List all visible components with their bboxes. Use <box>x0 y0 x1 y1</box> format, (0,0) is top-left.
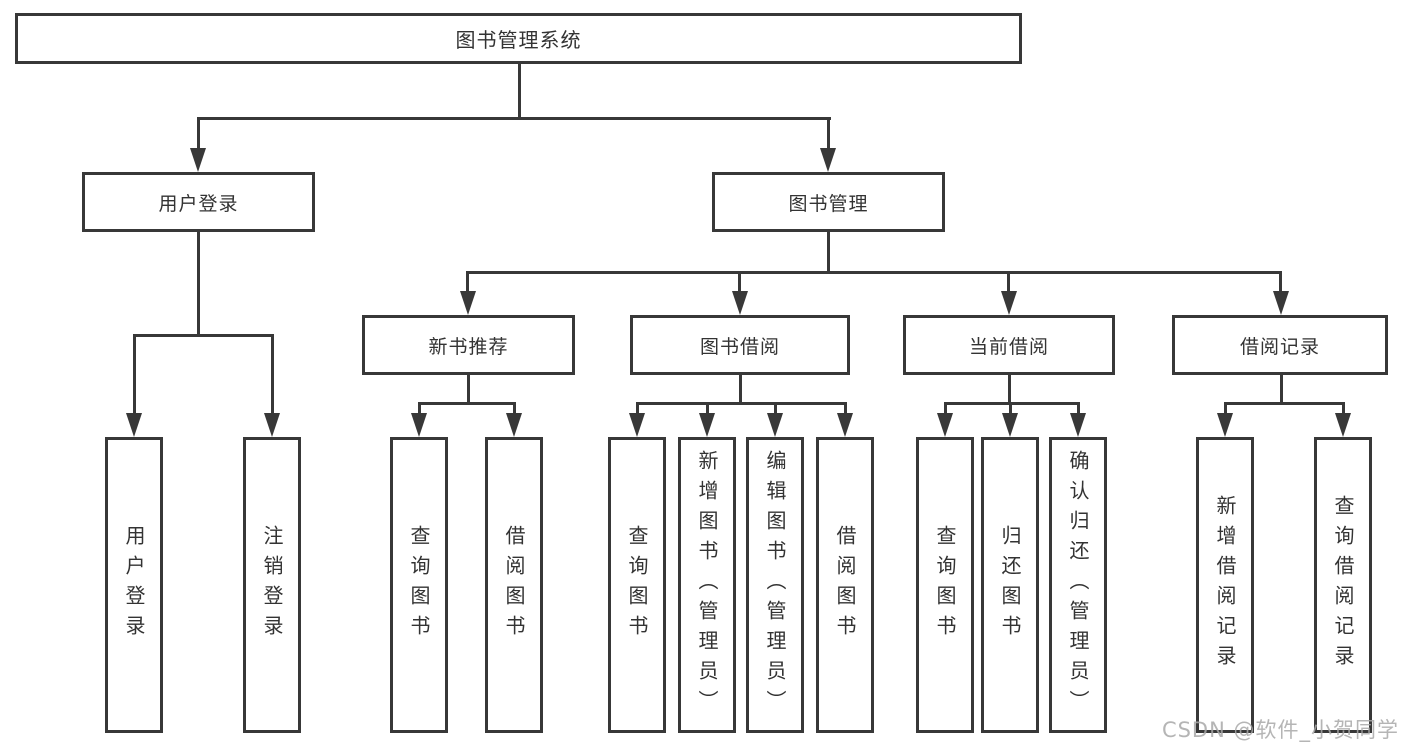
node-label: 借阅记录 <box>1239 335 1320 358</box>
arrowhead-down-icon <box>1273 291 1289 315</box>
node-label: 查询图书 <box>933 525 957 645</box>
node-leaf-add-borrow-record: 新增借阅记录 <box>1196 437 1254 733</box>
node-label: 查询图书 <box>625 525 649 645</box>
connector-line <box>197 117 831 120</box>
connector-line <box>271 334 274 415</box>
connector-line <box>466 271 469 293</box>
node-leaf-query-books-recommend: 查询图书 <box>390 437 448 733</box>
connector-line <box>1008 375 1011 405</box>
node-leaf-borrow-books-recommend: 借阅图书 <box>485 437 543 733</box>
node-leaf-return-books: 归还图书 <box>981 437 1039 733</box>
connector-line <box>774 402 777 415</box>
node-borrow-records: 借阅记录 <box>1172 315 1388 375</box>
connector-line <box>1279 271 1282 293</box>
arrowhead-down-icon <box>699 413 715 437</box>
arrowhead-down-icon <box>506 413 522 437</box>
node-book-management: 图书管理 <box>712 172 945 232</box>
arrowhead-down-icon <box>820 148 836 172</box>
connector-line <box>944 402 947 415</box>
arrowhead-down-icon <box>629 413 645 437</box>
connector-line <box>739 375 742 405</box>
arrowhead-down-icon <box>460 291 476 315</box>
node-label: 新增图书（管理员） <box>695 450 719 720</box>
arrowhead-down-icon <box>264 413 280 437</box>
arrowhead-down-icon <box>411 413 427 437</box>
node-label: 查询借阅记录 <box>1331 495 1355 675</box>
connector-line <box>1224 402 1345 405</box>
node-label: 查询图书 <box>407 525 431 645</box>
arrowhead-down-icon <box>1070 413 1086 437</box>
arrowhead-down-icon <box>1335 413 1351 437</box>
node-label: 用户登录 <box>122 525 146 645</box>
arrowhead-down-icon <box>767 413 783 437</box>
node-label: 新书推荐 <box>428 335 509 358</box>
node-label: 借阅图书 <box>833 525 857 645</box>
connector-line <box>467 375 470 405</box>
arrowhead-down-icon <box>1001 291 1017 315</box>
connector-line <box>418 402 421 415</box>
connector-line <box>738 271 741 293</box>
node-leaf-confirm-return-admin: 确认归还（管理员） <box>1049 437 1107 733</box>
arrowhead-down-icon <box>732 291 748 315</box>
arrowhead-down-icon <box>1217 413 1233 437</box>
connector-line <box>513 402 516 415</box>
connector-line <box>1342 402 1345 415</box>
connector-line <box>197 117 200 151</box>
arrowhead-down-icon <box>837 413 853 437</box>
connector-line <box>466 271 1282 274</box>
connector-line <box>636 402 639 415</box>
connector-line <box>1077 402 1080 415</box>
node-leaf-query-books-current: 查询图书 <box>916 437 974 733</box>
connector-line <box>944 402 1080 405</box>
node-leaf-add-books-admin: 新增图书（管理员） <box>678 437 736 733</box>
node-label: 图书管理 <box>788 192 869 215</box>
connector-line <box>827 117 830 151</box>
node-leaf-query-borrow-record: 查询借阅记录 <box>1314 437 1372 733</box>
connector-line <box>636 402 847 405</box>
connector-line <box>197 232 200 337</box>
node-leaf-user-login: 用户登录 <box>105 437 163 733</box>
node-leaf-borrow-books-borrowing: 借阅图书 <box>816 437 874 733</box>
arrowhead-down-icon <box>126 413 142 437</box>
node-label: 确认归还（管理员） <box>1066 450 1090 720</box>
node-user-login: 用户登录 <box>82 172 315 232</box>
csdn-watermark: CSDN @软件_小贺同学 <box>1161 718 1399 742</box>
connector-line <box>1009 402 1012 415</box>
connector-line <box>133 334 136 415</box>
connector-line <box>1280 375 1283 405</box>
connector-line <box>827 232 830 274</box>
arrowhead-down-icon <box>190 148 206 172</box>
connector-line <box>1007 271 1010 293</box>
node-current-borrowing: 当前借阅 <box>903 315 1115 375</box>
node-new-book-recommend: 新书推荐 <box>362 315 575 375</box>
connector-line <box>1224 402 1227 415</box>
node-label: 图书管理系统 <box>455 28 582 52</box>
connector-line <box>706 402 709 415</box>
arrowhead-down-icon <box>1002 413 1018 437</box>
node-book-management-system: 图书管理系统 <box>15 13 1022 64</box>
node-leaf-edit-books-admin: 编辑图书（管理员） <box>746 437 804 733</box>
node-label: 新增借阅记录 <box>1213 495 1237 675</box>
connector-line <box>518 64 521 119</box>
node-label: 归还图书 <box>998 525 1022 645</box>
node-label: 注销登录 <box>260 525 284 645</box>
node-book-borrowing: 图书借阅 <box>630 315 850 375</box>
connector-line <box>418 402 516 405</box>
node-label: 编辑图书（管理员） <box>763 450 787 720</box>
arrowhead-down-icon <box>937 413 953 437</box>
node-leaf-query-books-borrowing: 查询图书 <box>608 437 666 733</box>
node-label: 用户登录 <box>158 192 239 215</box>
node-label: 图书借阅 <box>699 335 780 358</box>
node-label: 当前借阅 <box>968 335 1049 358</box>
node-leaf-logout: 注销登录 <box>243 437 301 733</box>
node-label: 借阅图书 <box>502 525 526 645</box>
connector-line <box>844 402 847 415</box>
connector-line <box>133 334 274 337</box>
